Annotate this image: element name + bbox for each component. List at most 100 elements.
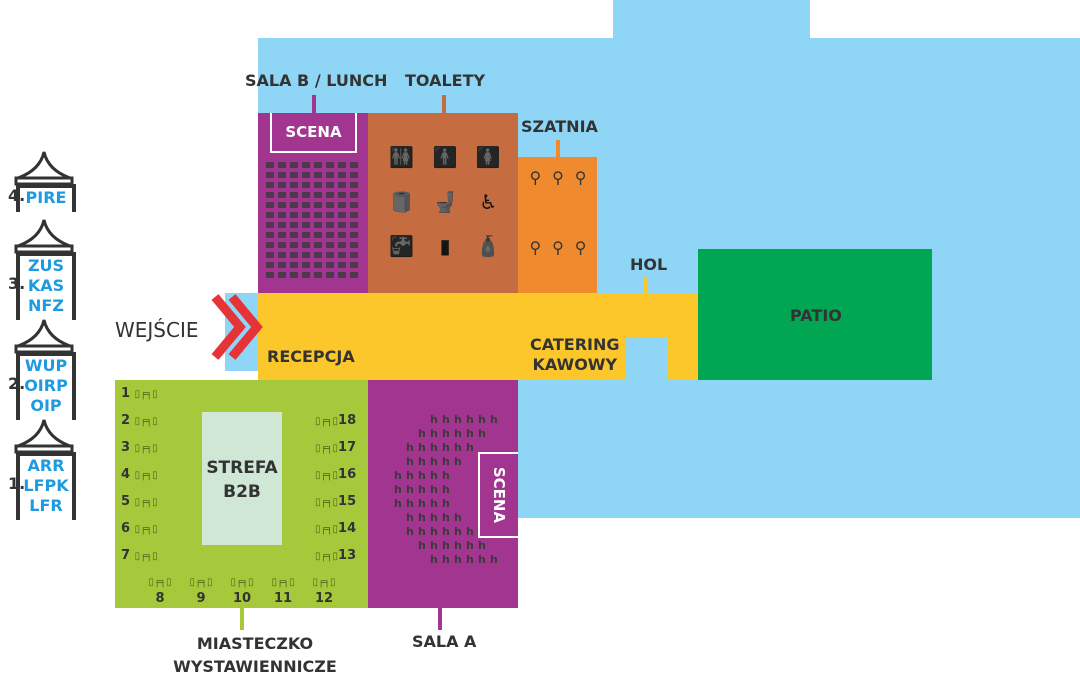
seat-icon — [314, 182, 322, 188]
seat-icon — [290, 182, 298, 188]
seat-icon: h — [430, 497, 438, 510]
room-cloakroom[interactable] — [518, 157, 597, 293]
room-toilets[interactable] — [368, 113, 518, 293]
seat-icon — [278, 242, 286, 248]
toilet-icons: 🚻🚹🚺🧻🚽♿🚰▮🧴 — [380, 145, 510, 265]
tent-number: 3. — [8, 274, 26, 293]
seat-icon: h — [454, 441, 462, 454]
coat-hanger-icon — [569, 213, 592, 239]
corridor-reception[interactable] — [258, 293, 698, 337]
seat-icon — [314, 232, 322, 238]
seat-icon — [266, 192, 274, 198]
label-entrance: WEJŚCIE — [115, 318, 199, 342]
seat-icon — [338, 212, 346, 218]
table-number: 16 — [338, 467, 357, 482]
seat-icon: h — [466, 525, 474, 538]
room-sala-a[interactable] — [368, 380, 518, 608]
seat-icon — [314, 192, 322, 198]
table-number: 10 — [232, 591, 252, 606]
coat-hanger-icon: ⚲ — [552, 168, 564, 187]
seat-icon — [350, 212, 358, 218]
label-reception: RECEPCJA — [267, 347, 355, 366]
seat-icon: h — [454, 427, 462, 440]
seat-icon — [326, 222, 334, 228]
zone-b2b[interactable] — [202, 412, 282, 545]
coat-hanger-icon: ⚲ — [574, 238, 587, 258]
seat-icon: h — [442, 525, 450, 538]
table-left: 2 ▯╒╕▯ — [121, 413, 158, 428]
seat-icon: h — [406, 455, 414, 468]
tent-line: ARR — [27, 456, 65, 475]
table-number: 11 — [273, 591, 293, 606]
label-sala-b: SALA B / LUNCH — [245, 71, 388, 90]
seat-icon — [350, 162, 358, 168]
seat-icon — [350, 222, 358, 228]
seat-icon — [290, 252, 298, 258]
seat-icon — [350, 262, 358, 268]
seat-icon: h — [466, 553, 474, 566]
seat-icon — [338, 232, 346, 238]
tent-line: OIP — [30, 396, 62, 415]
seat-icon: h — [418, 511, 426, 524]
seat-icon — [338, 252, 346, 258]
seat-icon: h — [454, 413, 462, 426]
tent-line: LFPK — [23, 476, 69, 495]
seat-icon: h — [478, 427, 486, 440]
seat-icon — [314, 262, 322, 268]
seat-icon — [326, 262, 334, 268]
seat-icon — [278, 262, 286, 268]
seat-icon — [290, 202, 298, 208]
table-number: 5 — [121, 494, 131, 509]
seat-icon: h — [418, 525, 426, 538]
table-number: 6 — [121, 521, 131, 536]
seat-icon: h — [430, 511, 438, 524]
soap-icon: 🧴 — [475, 234, 501, 259]
seat-icon: h — [442, 511, 450, 524]
table-bottom: ▯╒╕▯8 — [148, 577, 172, 606]
seat-icon — [314, 242, 322, 248]
table-right: ▯╒╕▯16 — [315, 467, 357, 482]
corridor-reception-lower — [258, 336, 625, 380]
catering-line-1: CATERING — [530, 335, 620, 354]
seat-icon — [314, 272, 322, 278]
seat-icon — [326, 162, 334, 168]
seat-icon — [290, 232, 298, 238]
entrance-arrow-icon — [211, 294, 263, 360]
coat-hanger-icon — [524, 213, 547, 239]
table-bottom: ▯╒╕▯12 — [312, 577, 336, 606]
seat-icon: h — [394, 469, 402, 482]
table-number: 15 — [338, 494, 357, 509]
seat-icon: h — [490, 413, 498, 426]
seat-icon: h — [454, 511, 462, 524]
tent-line: OIRP — [24, 376, 68, 395]
seat-icon: h — [406, 497, 414, 510]
table-right: ▯╒╕▯13 — [315, 548, 357, 563]
woman-icon: 🚺 — [475, 145, 501, 169]
room-patio[interactable] — [698, 249, 932, 380]
table-left: 6 ▯╒╕▯ — [121, 521, 158, 536]
seat-icon — [278, 222, 286, 228]
tent-sign: PIRE — [16, 184, 76, 212]
sala-b-stage: SCENA — [270, 113, 357, 153]
seat-icon — [302, 162, 310, 168]
table-bottom: ▯╒╕▯9 — [189, 577, 213, 606]
room-sala-b[interactable] — [258, 113, 368, 293]
tent-roof-icon — [14, 150, 74, 186]
table-number: 7 — [121, 548, 131, 563]
table-number: 13 — [338, 548, 357, 563]
seat-icon — [290, 192, 298, 198]
seat-icon — [290, 162, 298, 168]
seat-icon: h — [442, 553, 450, 566]
seat-icon: h — [442, 427, 450, 440]
sala-a-stage-label: SCENA — [490, 466, 508, 524]
tent-roof-icon — [14, 218, 74, 254]
seat-icon: h — [418, 497, 426, 510]
wheelchair-icon: ♿ — [479, 189, 498, 214]
tick — [240, 608, 244, 630]
seat-icon — [350, 202, 358, 208]
